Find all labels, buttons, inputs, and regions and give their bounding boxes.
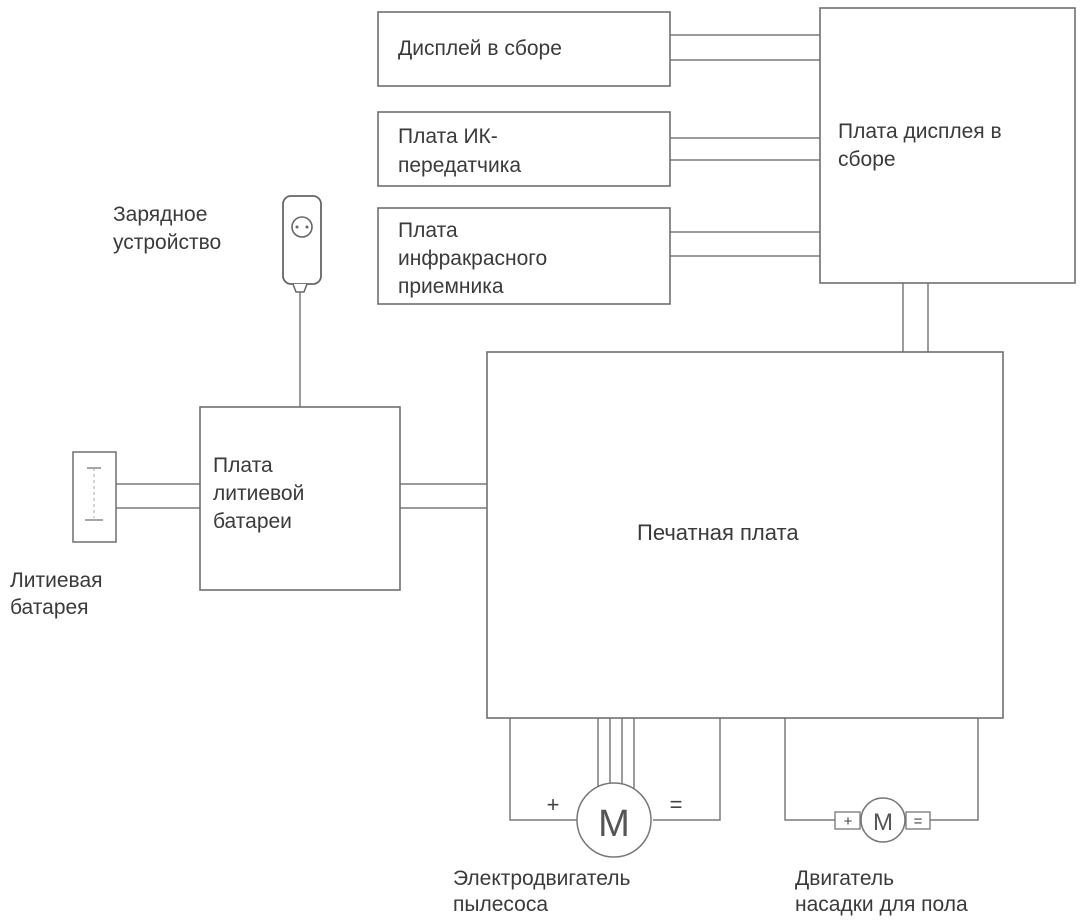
pcb-label: Печатная плата	[637, 520, 799, 545]
display-block: Дисплей в сборе	[377, 11, 671, 87]
floor-motor-label-line2: насадки для пола	[795, 893, 968, 916]
ir-transmitter-block: Плата ИК- передатчика	[377, 111, 671, 187]
battery-label-line2: батарея	[10, 596, 89, 619]
battery-board-label-line3: батареи	[213, 510, 292, 533]
wires	[116, 34, 979, 821]
vacuum-motor-label-line1: Электродвигатель	[453, 867, 630, 890]
floor-motor: M + = Двигатель насадки для пола	[795, 797, 968, 916]
charger: Зарядное устройство	[113, 195, 322, 293]
ir-rx-label-line1: Плата	[398, 219, 458, 242]
charger-label-line2: устройство	[113, 231, 221, 254]
ir-tx-label-line2: передатчика	[398, 154, 521, 177]
charger-plug-icon	[282, 195, 322, 293]
charger-label-line1: Зарядное	[113, 203, 207, 226]
floor-motor-label-line1: Двигатель	[795, 867, 894, 890]
pcb-block: Печатная плата	[486, 351, 1004, 719]
vacuum-motor-plus: +	[547, 792, 560, 817]
display-board-block: Плата дисплея в сборе	[819, 7, 1076, 284]
battery: Литиевая батарея	[10, 451, 117, 619]
battery-board-label-line1: Плата	[213, 454, 273, 477]
ir-rx-label-line3: приемника	[398, 275, 504, 298]
ir-receiver-block: Плата инфракрасного приемника	[377, 207, 671, 305]
vacuum-motor-minus: =	[670, 792, 683, 817]
vacuum-motor: M + = Электродвигатель пылесоса	[453, 782, 683, 916]
ir-tx-label-line1: Плата ИК-	[398, 125, 498, 148]
battery-icon	[72, 451, 117, 543]
floor-motor-m: M	[873, 809, 893, 836]
battery-board-label-line2: литиевой	[213, 482, 304, 505]
display-board-label-line1: Плата дисплея в	[838, 120, 1002, 143]
floor-motor-symbol	[860, 797, 906, 843]
display-board-label-line2: сборе	[838, 148, 896, 171]
floor-motor-minus: =	[914, 813, 923, 830]
vacuum-motor-symbol	[576, 782, 652, 858]
vacuum-motor-label-line2: пылесоса	[453, 893, 548, 916]
battery-label-line1: Литиевая	[10, 569, 103, 592]
display-label: Дисплей в сборе	[398, 37, 562, 60]
battery-board-block: Плата литиевой батареи	[199, 406, 401, 591]
vacuum-motor-m: M	[598, 803, 630, 845]
floor-motor-plus: +	[844, 813, 853, 830]
ir-rx-label-line2: инфракрасного	[398, 247, 547, 270]
